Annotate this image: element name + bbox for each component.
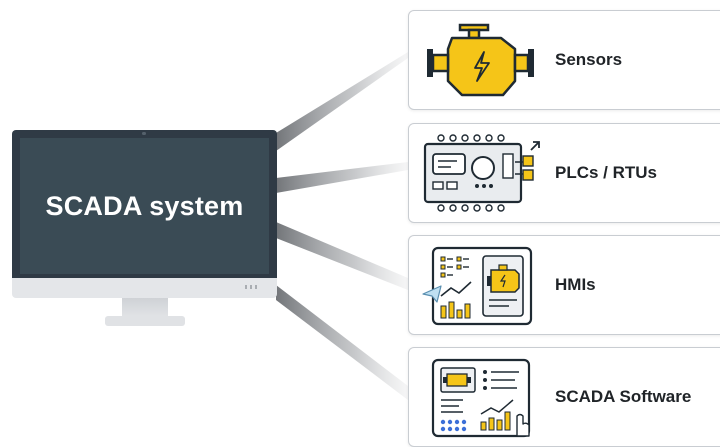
card-plcs-rtus: PLCs / RTUs [408,123,720,223]
camera-dot [142,132,146,135]
card-label-plcs-rtus: PLCs / RTUs [555,163,658,182]
plc-controller-icon [423,134,540,212]
card-hmis: HMIs [408,235,720,335]
monitor-bezel: SCADA system [12,130,277,278]
scada-software-dashboard-icon [431,358,531,438]
monitor-screen: SCADA system [20,138,269,274]
card-label-scada-software: SCADA Software [555,387,692,406]
monitor-chin [12,278,277,298]
card-label-hmis: HMIs [555,275,596,294]
hmi-dashboard-icon [422,246,533,326]
beam-to-hmis [276,222,408,290]
beam-to-sensors [276,52,408,151]
monitor-buttons [245,285,257,289]
card-label-sensors: Sensors [555,50,623,69]
monitor-stand-foot [105,316,185,326]
beam-to-software [276,285,408,400]
beam-to-plcs [276,162,408,193]
monitor-stand-neck [122,298,168,318]
scada-monitor: SCADA system [12,130,277,330]
card-scada-software: SCADA Software [408,347,720,447]
scada-system-title: SCADA system [45,190,244,221]
engine-sensor-icon [427,23,534,97]
card-sensors: Sensors [408,10,720,110]
